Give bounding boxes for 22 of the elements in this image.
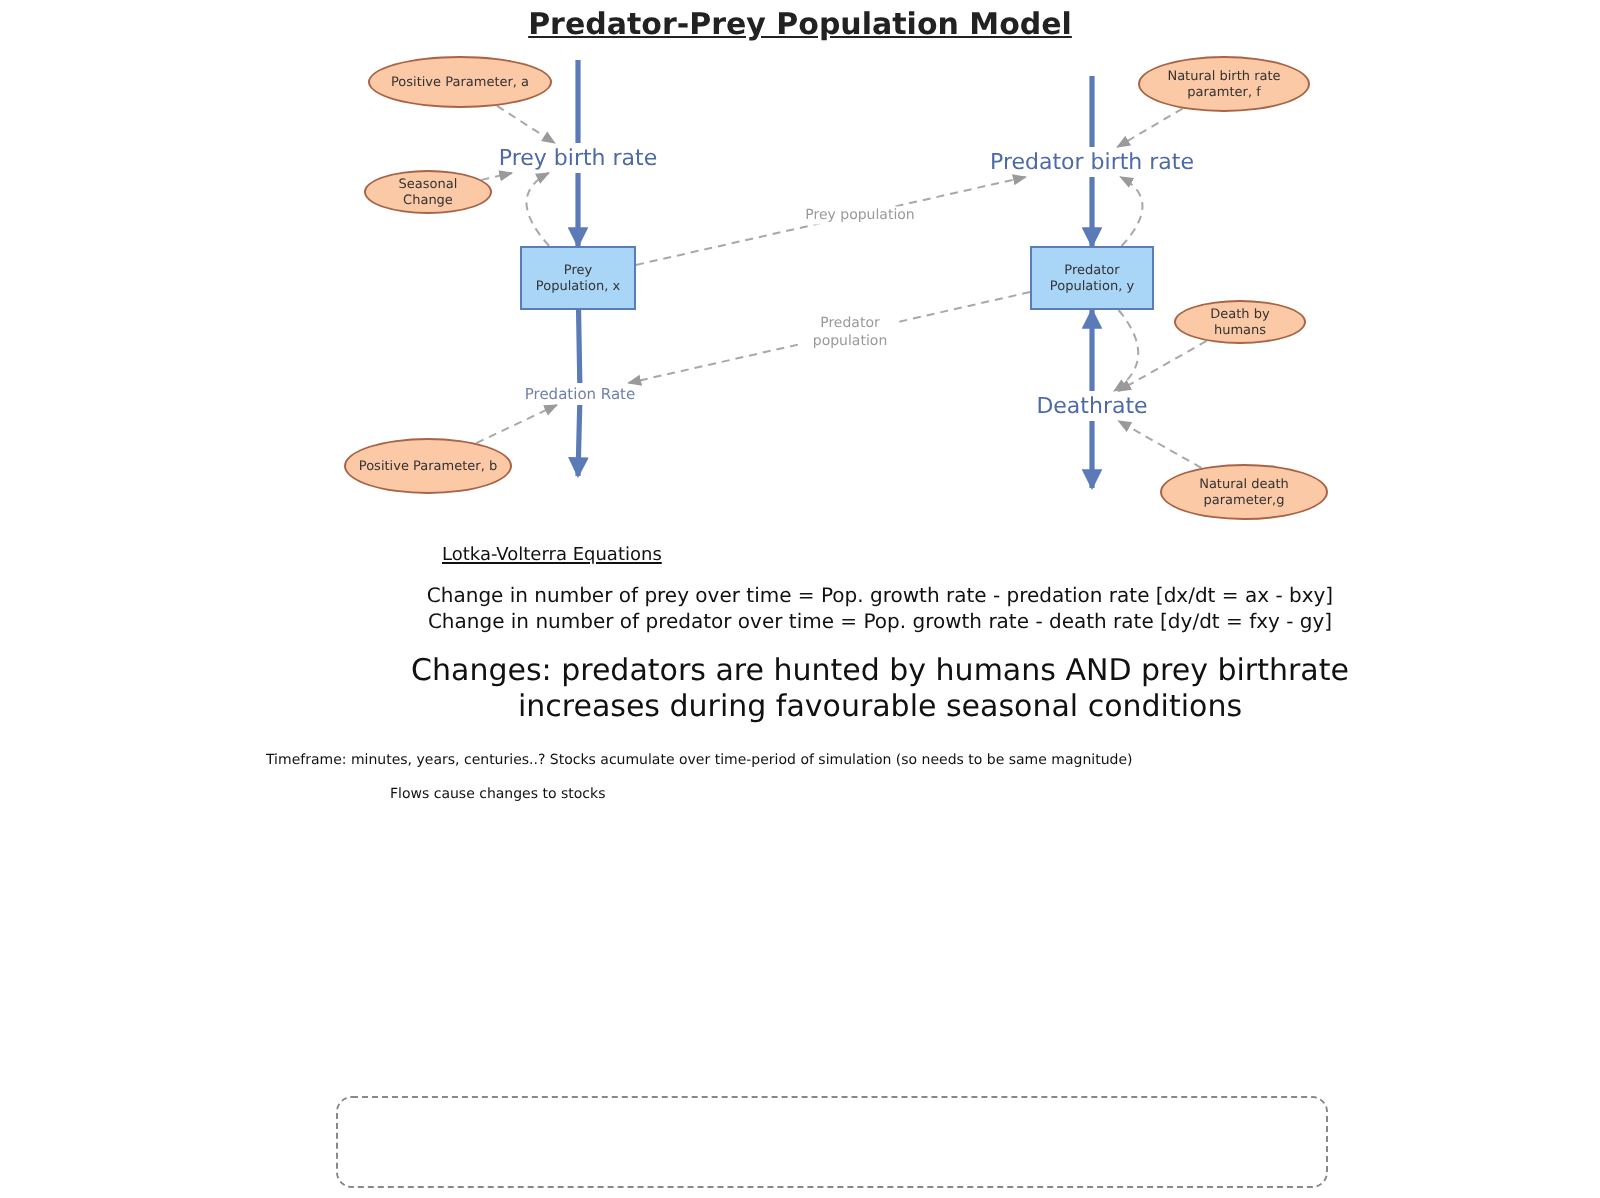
influence-arrow [1119,176,1144,247]
flow-arrow [1081,177,1103,249]
flow-rate-label: Predator birth rate [986,147,1198,177]
equation-text: Change in number of predator over time = Pop. growth rate - death rate [dy/dt = fxy - gy] [425,612,1335,636]
diagram-title: Predator-Prey Population Model [526,6,1074,42]
influence-arrow [1117,339,1208,392]
section-heading: Lotka-Volterra Equations [442,546,664,568]
influence-arrow [1117,420,1203,469]
influence-arrow [475,404,559,445]
influence-arrow [1116,107,1184,148]
flow-arrow [1081,421,1103,491]
flow-arrow [567,173,589,249]
equation-text: Change in number of prey over time = Pop. growth rate - predation rate [dx/dt = ax - bxy] [424,586,1336,610]
influence-arrow [495,104,556,144]
flow-rate-label: Prey birth rate [494,143,662,173]
influence-arrow [525,172,551,247]
influence-arrow [1113,309,1140,392]
flow-arrow [568,404,589,479]
flow-rate-label: Deathrate [1032,391,1152,421]
note-heading: Changes: predators are hunted by humans AND prey birthrate increases during favourable seasonal conditions [409,652,1351,724]
influence-arrow [480,170,514,182]
flow-arrow [1081,307,1103,391]
